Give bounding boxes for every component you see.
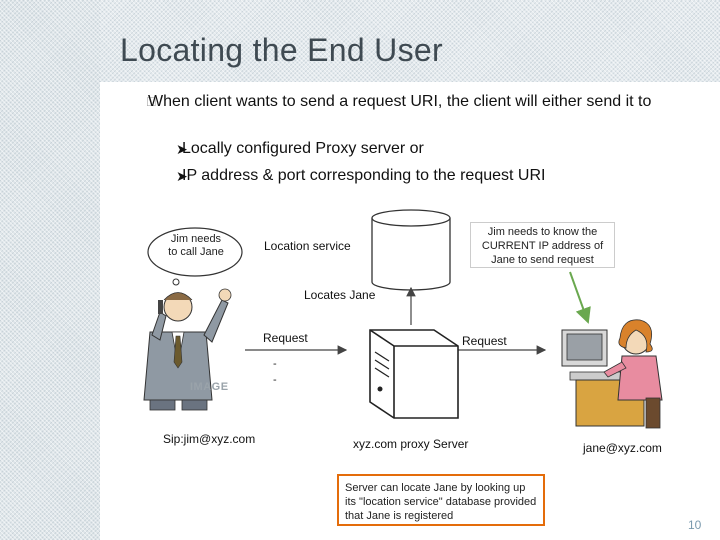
location-database-icon — [371, 209, 451, 291]
locates-jane-label: Locates Jane — [304, 288, 376, 302]
request-right-label: Request — [462, 334, 507, 348]
left-texture-band — [0, 0, 100, 540]
slide-title: Locating the End User — [120, 32, 443, 68]
location-service-label: Location service — [264, 239, 351, 253]
dash-mark: - — [273, 374, 277, 386]
page-number: 10 — [688, 518, 702, 532]
bullet-square-icon: □ — [147, 93, 156, 109]
speech-bubble-cloud-icon — [147, 227, 243, 286]
jim-person-icon — [143, 288, 232, 411]
request-left-label: Request — [263, 331, 308, 345]
main-bullet-text: When client wants to send a request URI,… — [148, 93, 652, 110]
top-texture-band — [0, 0, 720, 82]
proxy-server-icon — [369, 329, 459, 419]
callout-green-arrow — [569, 271, 591, 324]
watermark-logo: IMAGE — [190, 381, 229, 393]
jim-address-label: Sip:jim@xyz.com — [163, 432, 256, 446]
sub-bullet-arrow-icon: ➤ — [176, 168, 188, 184]
dash-mark: - — [273, 358, 277, 370]
sub-bullet-arrow-icon: ➤ — [176, 141, 188, 157]
speech-bubble-text: Jim needs to call Jane — [168, 233, 224, 258]
sub-bullet-2: IP address & port corresponding to the r… — [182, 167, 546, 184]
server-note-box: Server can locate Jane by looking up its… — [337, 474, 545, 526]
ip-callout: Jim needs to know the CURRENT IP address… — [470, 222, 615, 268]
slide-canvas — [100, 82, 720, 540]
jane-address-label: jane@xyz.com — [583, 441, 662, 455]
sub-bullet-1: Locally configured Proxy server or — [182, 140, 424, 157]
proxy-server-label: xyz.com proxy Server — [353, 437, 469, 451]
jane-person-icon — [561, 319, 663, 429]
